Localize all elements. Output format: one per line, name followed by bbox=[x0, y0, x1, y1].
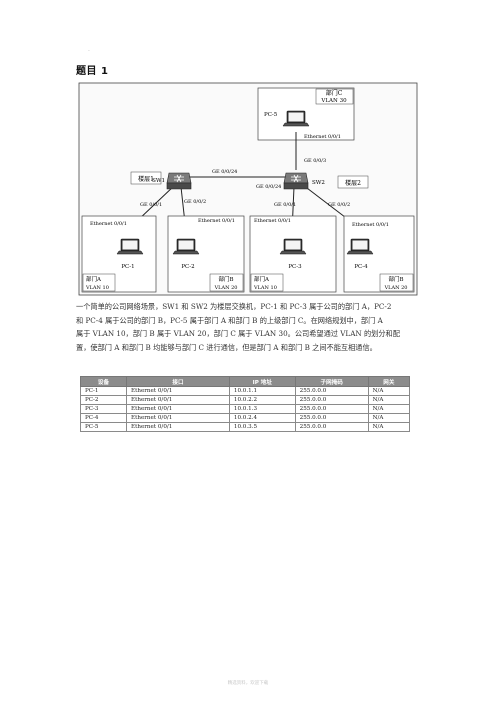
sw2-top-port: GE 0/0/3 bbox=[304, 158, 326, 164]
dept-a1-vlan: VLAN 10 bbox=[85, 285, 109, 291]
pc5-icon bbox=[282, 110, 310, 127]
cell-interface: Ethernet 0/0/1 bbox=[126, 404, 230, 414]
sw2-trunk-port: GE 0/0/24 bbox=[256, 184, 281, 190]
dept-c-name: 部门C bbox=[326, 89, 343, 97]
cell-mask: 255.0.0.0 bbox=[294, 395, 369, 405]
cell-interface: Ethernet 0/0/1 bbox=[126, 413, 230, 423]
sw1-trunk-port: GE 0/0/24 bbox=[212, 169, 237, 175]
dept-b2-vlan: VLAN 20 bbox=[384, 285, 408, 291]
sw2-icon bbox=[283, 172, 309, 190]
cell-mask: 255.0.0.0 bbox=[294, 413, 369, 423]
table-row: PC-4 Ethernet 0/0/1 10.0.2.4 255.0.0.0 N… bbox=[79, 413, 411, 423]
cell-gateway: N/A bbox=[367, 422, 411, 432]
dept-c-vlan: VLAN 30 bbox=[320, 98, 347, 104]
pc3-label: PC-3 bbox=[288, 264, 302, 270]
header-mark: . bbox=[88, 46, 90, 53]
dept-b1-name: 部门B bbox=[218, 275, 233, 283]
pc2-label: PC-2 bbox=[181, 264, 194, 270]
paragraph-line: 属于 VLAN 10，部门 B 属于 VLAN 20，部门 C 属于 VLAN … bbox=[76, 329, 400, 338]
page-footer: 精选资料，欢迎下载 bbox=[227, 681, 269, 686]
cell-gateway: N/A bbox=[367, 386, 411, 396]
cell-mask: 255.0.0.0 bbox=[294, 386, 369, 396]
pc5-port: Ethernet 0/0/1 bbox=[304, 134, 341, 140]
cell-interface: Ethernet 0/0/1 bbox=[126, 386, 230, 396]
sw1-icon bbox=[166, 172, 192, 190]
sw2-port1: GE 0/0/1 bbox=[274, 202, 296, 208]
scenario-paragraph: 一个简单的公司网络场景，SW1 和 SW2 为楼层交换机，PC-1 和 PC-3… bbox=[76, 300, 424, 354]
pc1-label: PC-1 bbox=[121, 264, 134, 270]
cell-ip: 10.0.2.4 bbox=[228, 413, 296, 423]
cell-ip: 10.0.1.1 bbox=[228, 386, 296, 396]
cell-ip: 10.0.3.5 bbox=[228, 422, 296, 432]
dept-a1-name: 部门A bbox=[86, 275, 102, 283]
sw2-label: SW2 bbox=[312, 180, 325, 186]
cell-device: PC-3 bbox=[79, 404, 128, 414]
sw1-port1: GE 0/0/1 bbox=[140, 202, 162, 208]
floor2-box bbox=[337, 175, 369, 189]
network-diagram: 部门C VLAN 30 PC-5 Ethernet 0/0/1 GE 0/0/3… bbox=[78, 82, 418, 296]
pc4-label: PC-4 bbox=[354, 264, 368, 270]
question-title: 题目 1 bbox=[76, 66, 109, 77]
cell-device: PC-2 bbox=[79, 395, 128, 405]
col-mask: 子网掩码 bbox=[294, 376, 369, 387]
cell-ip: 10.0.1.3 bbox=[228, 404, 296, 414]
cell-mask: 255.0.0.0 bbox=[294, 422, 369, 432]
floor1-box bbox=[130, 171, 162, 185]
col-gateway: 网关 bbox=[367, 376, 411, 387]
pc1-port: Ethernet 0/0/1 bbox=[90, 221, 127, 227]
sw1-label: SW1 bbox=[152, 178, 165, 184]
sw1-port2: GE 0/0/2 bbox=[184, 199, 206, 205]
pc2-port: Ethernet 0/0/1 bbox=[198, 218, 235, 224]
pc5-label: PC-5 bbox=[264, 112, 278, 118]
table-row: PC-2 Ethernet 0/0/1 10.0.2.2 255.0.0.0 N… bbox=[79, 395, 411, 405]
cell-gateway: N/A bbox=[367, 413, 411, 423]
dept-b2-name: 部门B bbox=[388, 275, 403, 283]
cell-gateway: N/A bbox=[367, 395, 411, 405]
cell-ip: 10.0.2.2 bbox=[228, 395, 296, 405]
pc3-icon bbox=[279, 238, 307, 255]
cell-device: PC-4 bbox=[79, 413, 128, 423]
dept-b1-vlan: VLAN 20 bbox=[214, 285, 238, 291]
floor1-label: 楼层1 bbox=[138, 175, 154, 183]
table-row: PC-1 Ethernet 0/0/1 10.0.1.1 255.0.0.0 N… bbox=[79, 386, 411, 396]
cell-device: PC-5 bbox=[79, 422, 128, 432]
paragraph-line: 一个简单的公司网络场景，SW1 和 SW2 为楼层交换机，PC-1 和 PC-3… bbox=[76, 302, 392, 311]
col-device: 设备 bbox=[79, 376, 128, 387]
pc4-port: Ethernet 0/0/1 bbox=[352, 222, 389, 228]
cell-mask: 255.0.0.0 bbox=[294, 404, 369, 414]
cell-interface: Ethernet 0/0/1 bbox=[126, 395, 230, 405]
table-row: PC-5 Ethernet 0/0/1 10.0.3.5 255.0.0.0 N… bbox=[79, 422, 411, 432]
pc2-icon bbox=[172, 238, 200, 255]
cell-device: PC-1 bbox=[79, 386, 128, 396]
sw2-port2: GE 0/0/2 bbox=[328, 202, 350, 208]
dept-a2-vlan: VLAN 10 bbox=[253, 285, 277, 291]
col-ip: IP 地址 bbox=[228, 376, 296, 387]
floor2-label: 楼层2 bbox=[345, 179, 361, 187]
pc4-icon bbox=[346, 238, 374, 255]
dept-a2-name: 部门A bbox=[254, 275, 270, 283]
col-interface: 接口 bbox=[126, 376, 230, 387]
dept-c-label-box bbox=[315, 88, 354, 105]
cell-gateway: N/A bbox=[367, 404, 411, 414]
paragraph-line: 和 PC-4 属于公司的部门 B，PC-5 属于部门 A 和部门 B 的上级部门… bbox=[76, 315, 383, 325]
address-table: 设备 接口 IP 地址 子网掩码 网关 PC-1 Ethernet 0/0/1 … bbox=[79, 376, 411, 432]
pc1-icon bbox=[116, 238, 144, 255]
cell-interface: Ethernet 0/0/1 bbox=[126, 422, 230, 432]
paragraph-line: 置，使部门 A 和部门 B 均能够与部门 C 进行通信，但是部门 A 和部门 B… bbox=[76, 342, 377, 352]
table-header-row: 设备 接口 IP 地址 子网掩码 网关 bbox=[79, 376, 411, 387]
pc3-port: Ethernet 0/0/1 bbox=[254, 218, 291, 224]
table-row: PC-3 Ethernet 0/0/1 10.0.1.3 255.0.0.0 N… bbox=[79, 404, 411, 414]
